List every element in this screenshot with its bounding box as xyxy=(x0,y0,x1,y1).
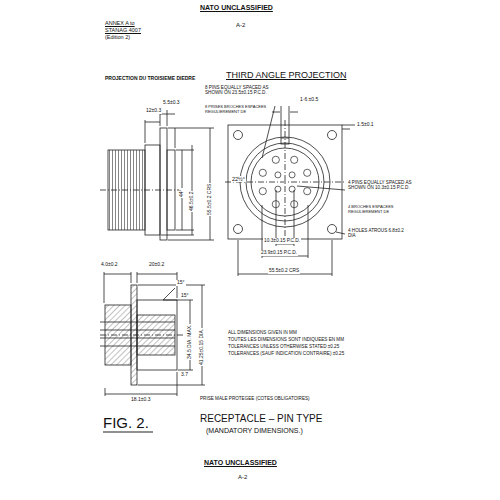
angle: 22½° xyxy=(231,176,246,182)
dimension: 1.5±0.1 xyxy=(357,122,374,128)
dimension: 34.5 DIA. MAX. xyxy=(187,324,193,360)
dimension: 12±0.3 xyxy=(145,108,162,114)
dimension: 4.0±0.2 xyxy=(100,262,119,268)
section-view xyxy=(100,272,205,396)
dimension: 3.7 xyxy=(180,372,189,378)
pin xyxy=(272,156,279,163)
pin-note: 8 PINS EQUALLY SPACED AS SHOWN ON 23.5±0… xyxy=(205,85,277,96)
angle: 15° xyxy=(176,280,186,286)
pin xyxy=(304,188,311,195)
page-number: A-2 xyxy=(238,474,247,481)
dimension: 55.5±0.2 CRS xyxy=(268,268,300,274)
general-note: TOLERANCES UNLESS OTHERWISE STATED ±0.25 xyxy=(228,344,339,349)
dimension: 10.3±0.15 P.C.D. xyxy=(263,238,301,244)
general-note: ALL DIMENSIONS GIVEN IN MM xyxy=(228,330,297,335)
pin-note: 4 BROCHES ESPACEES REGULIEREMENT DE xyxy=(348,205,406,214)
pin xyxy=(304,169,311,176)
dimension: 44° xyxy=(179,188,185,198)
projection-note: PROJECTION DU TROISIEME DIEDRE xyxy=(105,76,195,82)
dimension: 1·6 ±0.5 xyxy=(300,97,318,103)
figure-title: RECEPTACLE – PIN TYPE xyxy=(200,413,322,425)
projection-heading: THIRD ANGLE PROJECTION xyxy=(226,70,347,80)
dimension: 20±0.2 xyxy=(148,262,165,268)
end-view xyxy=(225,106,355,276)
annex-ref: ANNEX A to xyxy=(105,20,135,26)
side-view xyxy=(100,110,214,240)
general-note: TOUTES LES DIMENSIONS SONT INDIQUEES EN … xyxy=(228,337,344,342)
annex-ref: STANAG 4007 xyxy=(105,27,141,33)
pin xyxy=(289,172,295,178)
dimension: 55.5±0.2 CRS xyxy=(207,183,213,216)
general-note: TOLERANCES (SAUF INDICATION CONTRAIRE) ±… xyxy=(228,351,344,356)
annex-ref: (Edition 2) xyxy=(105,34,130,40)
page-number: A-2 xyxy=(236,22,245,29)
pin xyxy=(259,188,266,195)
pin-note: 8 PRISES BROCHES ESPACEES REGULIEREMENT … xyxy=(205,105,271,114)
dimension: 46.5±0.2 xyxy=(189,191,195,212)
classification: NATO UNCLASSIFIED xyxy=(204,459,277,467)
pin xyxy=(291,156,298,163)
classification: NATO UNCLASSIFIED xyxy=(200,4,273,12)
angle: 15° xyxy=(180,293,190,299)
figure-subtitle: PRISE MALE PROTEGEE (COTES OBLIGATOIRES) xyxy=(200,396,310,401)
pin xyxy=(275,172,281,178)
dimension: 5.5±0.3 xyxy=(162,100,181,106)
pin-note: 4 PINS EQUALLY SPACED AS SHOWN ON 10.3±0… xyxy=(348,180,412,191)
figure-subtitle: (MANDATORY DIMENSIONS.) xyxy=(206,427,303,435)
dimension: 18.1±0.3 xyxy=(130,397,151,403)
pin xyxy=(259,169,266,176)
dimension: 41.25±0.15 DIA. xyxy=(199,328,205,366)
dimension: 23.9±0.15 P.C.D. xyxy=(260,250,298,256)
hole-note: 4 HOLES ATROUS 6.8±0.2 DIA xyxy=(348,228,404,239)
figure-number: FIG. 2. xyxy=(103,414,149,431)
